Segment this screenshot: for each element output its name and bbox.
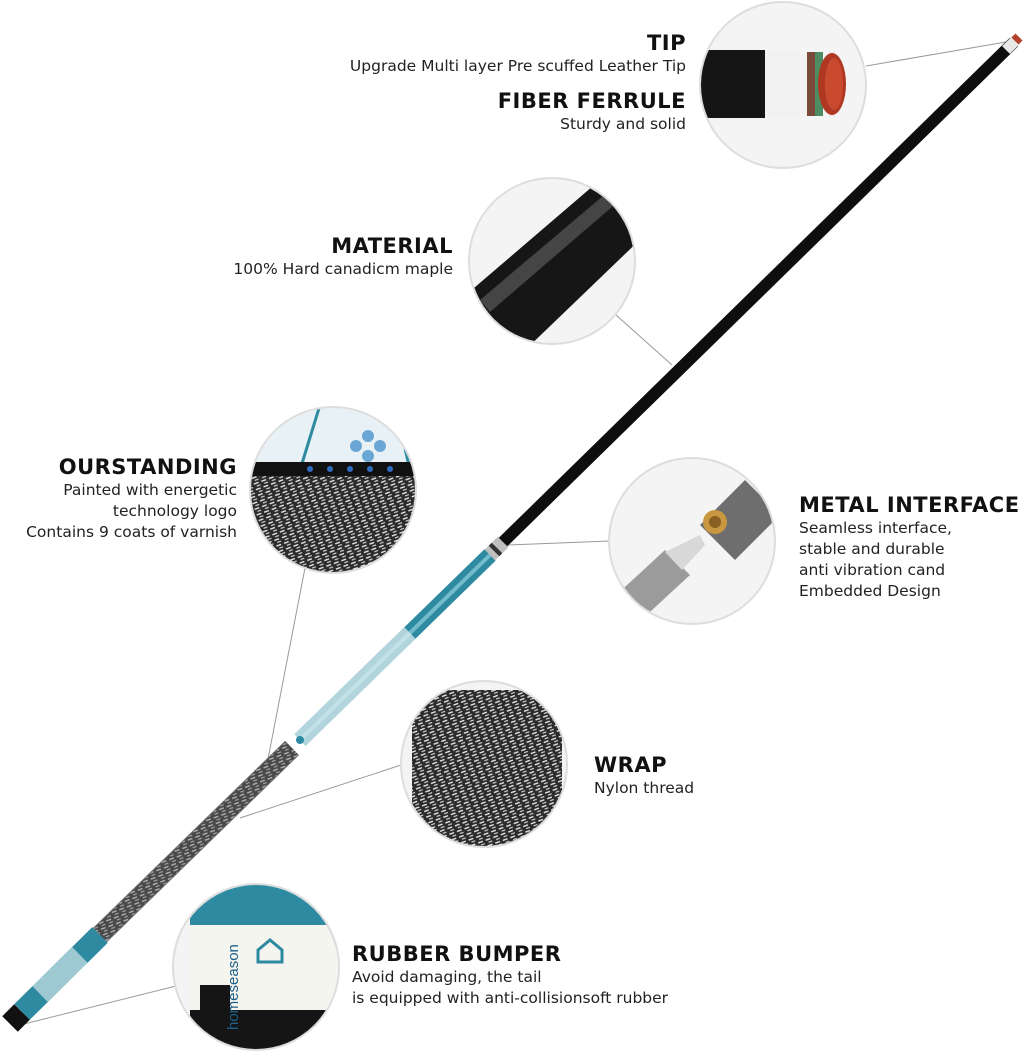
wrap-desc: Nylon thread — [594, 779, 695, 798]
interface-detail-circle — [608, 457, 776, 625]
ferrule-title: FIBER FERRULE — [497, 89, 686, 113]
tip-feature: TIP Upgrade Multi layer Pre scuffed Leat… — [266, 30, 686, 77]
ferrule-desc: Sturdy and solid — [560, 115, 686, 134]
interface-desc-line-3: anti vibration cand — [799, 561, 946, 580]
bumper-desc-line-2: is equipped with anti-collisionsoft rubb… — [352, 989, 669, 1008]
outstanding-desc-line-3: Contains 9 coats of varnish — [26, 523, 237, 542]
bumper-feature: RUBBER BUMPER Avoid damaging, the tail i… — [352, 941, 772, 1009]
bumper-title: RUBBER BUMPER — [352, 942, 562, 966]
ferrule-feature: FIBER FERRULE Sturdy and solid — [386, 88, 686, 135]
bumper-detail-circle: homeseason — [172, 883, 340, 1051]
outstanding-desc-line-2: technology logo — [112, 502, 237, 521]
cue-shaft — [495, 37, 1019, 550]
tip-title: TIP — [646, 31, 686, 55]
wrap-title: WRAP — [594, 753, 667, 777]
interface-desc-line-4: Embedded Design — [799, 582, 941, 601]
outstanding-desc-line-1: Painted with energetic — [63, 481, 237, 500]
outstanding-feature: OURSTANDING Painted with energetic techn… — [0, 454, 237, 543]
material-title: MATERIAL — [331, 234, 453, 258]
wrap-detail-circle — [400, 680, 568, 848]
cue-bumper — [2, 1004, 30, 1032]
tip-detail-circle — [699, 1, 867, 169]
interface-desc-line-1: Seamless interface, — [799, 519, 952, 538]
cue-stick — [2, 33, 1023, 1032]
wrap-feature: WRAP Nylon thread — [594, 752, 814, 799]
material-feature: MATERIAL 100% Hard canadicm maple — [153, 233, 453, 280]
brand-logo-text: homeseason — [225, 944, 242, 1030]
outstanding-title: OURSTANDING — [58, 455, 237, 479]
interface-feature: METAL INTERFACE Seamless interface, stab… — [799, 492, 1021, 602]
bumper-desc-line-1: Avoid damaging, the tail — [352, 968, 542, 987]
tip-desc: Upgrade Multi layer Pre scuffed Leather … — [349, 57, 686, 76]
outstanding-detail-circle — [249, 406, 417, 574]
material-desc: 100% Hard canadicm maple — [233, 260, 453, 279]
cue-tip — [1011, 33, 1023, 45]
interface-title: METAL INTERFACE — [799, 493, 1020, 517]
material-detail-circle — [468, 177, 636, 345]
leader-lines — [15, 41, 1007, 1027]
interface-desc-line-2: stable and durable — [799, 540, 945, 559]
cue-ferrule — [1002, 36, 1020, 54]
